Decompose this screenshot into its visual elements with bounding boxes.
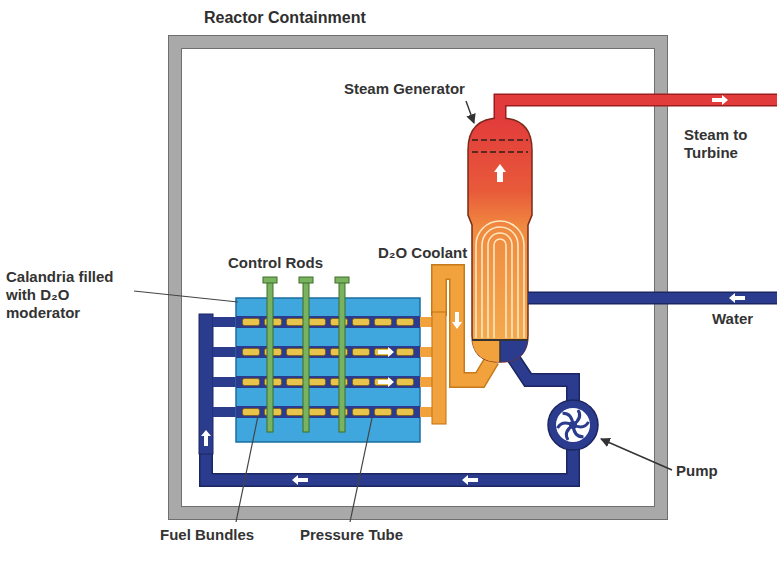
inlet-header <box>199 314 213 454</box>
component-label: Pressure Tube <box>300 526 403 544</box>
leader-line <box>134 291 238 302</box>
return-pipe <box>206 448 573 480</box>
control-rod <box>299 277 313 283</box>
feedwater-pipe <box>528 293 777 303</box>
flow-arrow <box>494 164 506 182</box>
component-label: D₂O Coolant <box>378 244 467 262</box>
component-label: Fuel Bundles <box>160 526 254 544</box>
leader-arrow <box>466 101 474 123</box>
feedwater-pipe <box>528 292 777 305</box>
steam-separator <box>472 139 528 141</box>
flow-arrow <box>452 312 462 329</box>
leader-arrow <box>601 439 672 470</box>
component-label: Control Rods <box>228 254 323 272</box>
containment-wall <box>175 42 661 513</box>
pump-hub <box>569 421 577 429</box>
steam-separator <box>472 151 528 153</box>
flow-arrow <box>712 95 728 105</box>
calandria <box>236 298 420 442</box>
control-rod <box>303 282 309 432</box>
containment-wall-group <box>169 36 668 520</box>
pressure-tube <box>236 316 420 328</box>
control-rod <box>267 282 273 432</box>
containment-wall-edge <box>169 36 668 520</box>
pressure-tube <box>236 376 420 388</box>
pressure-tube <box>236 346 420 358</box>
component-label: Water <box>712 310 753 328</box>
plenum-divider <box>499 340 501 362</box>
end-fitting <box>213 317 236 327</box>
pump-body <box>548 400 598 450</box>
u-tube <box>488 233 512 338</box>
leader-line <box>350 418 372 522</box>
flow-arrow <box>201 430 211 446</box>
leader-line <box>236 416 258 522</box>
component-label: Pump <box>676 462 718 480</box>
flow-arrow <box>462 475 478 485</box>
steam-pipe <box>500 100 777 119</box>
outlet-plenum <box>500 340 528 362</box>
component-label: Calandria filled with D₂O moderator <box>6 268 128 322</box>
steam-generator <box>468 118 532 362</box>
flow-arrow <box>378 377 394 387</box>
outlet-header <box>432 312 446 424</box>
return-pipe <box>512 356 573 402</box>
pump-impeller-ring <box>556 408 590 442</box>
node-title: Reactor Containment <box>204 8 366 27</box>
u-tube <box>482 227 518 338</box>
end-fitting <box>213 347 236 357</box>
component-label: Steam Generator <box>344 80 465 98</box>
flow-arrow <box>292 475 308 485</box>
containment-wall-edge <box>182 49 655 507</box>
flow-arrow <box>729 293 745 303</box>
return-pipe <box>512 356 573 402</box>
steam-pipe <box>500 100 777 119</box>
control-rod <box>335 277 349 283</box>
component-label: Steam to Turbine <box>684 126 772 162</box>
end-fitting <box>213 377 236 387</box>
u-tube <box>494 239 506 338</box>
u-tube <box>476 221 524 338</box>
inlet-plenum <box>472 340 500 362</box>
pressure-tube <box>236 406 420 418</box>
return-pipe <box>206 448 573 480</box>
flow-arrow <box>378 347 394 357</box>
control-rod <box>339 282 345 432</box>
end-fitting <box>213 407 236 417</box>
control-rod <box>263 277 277 283</box>
